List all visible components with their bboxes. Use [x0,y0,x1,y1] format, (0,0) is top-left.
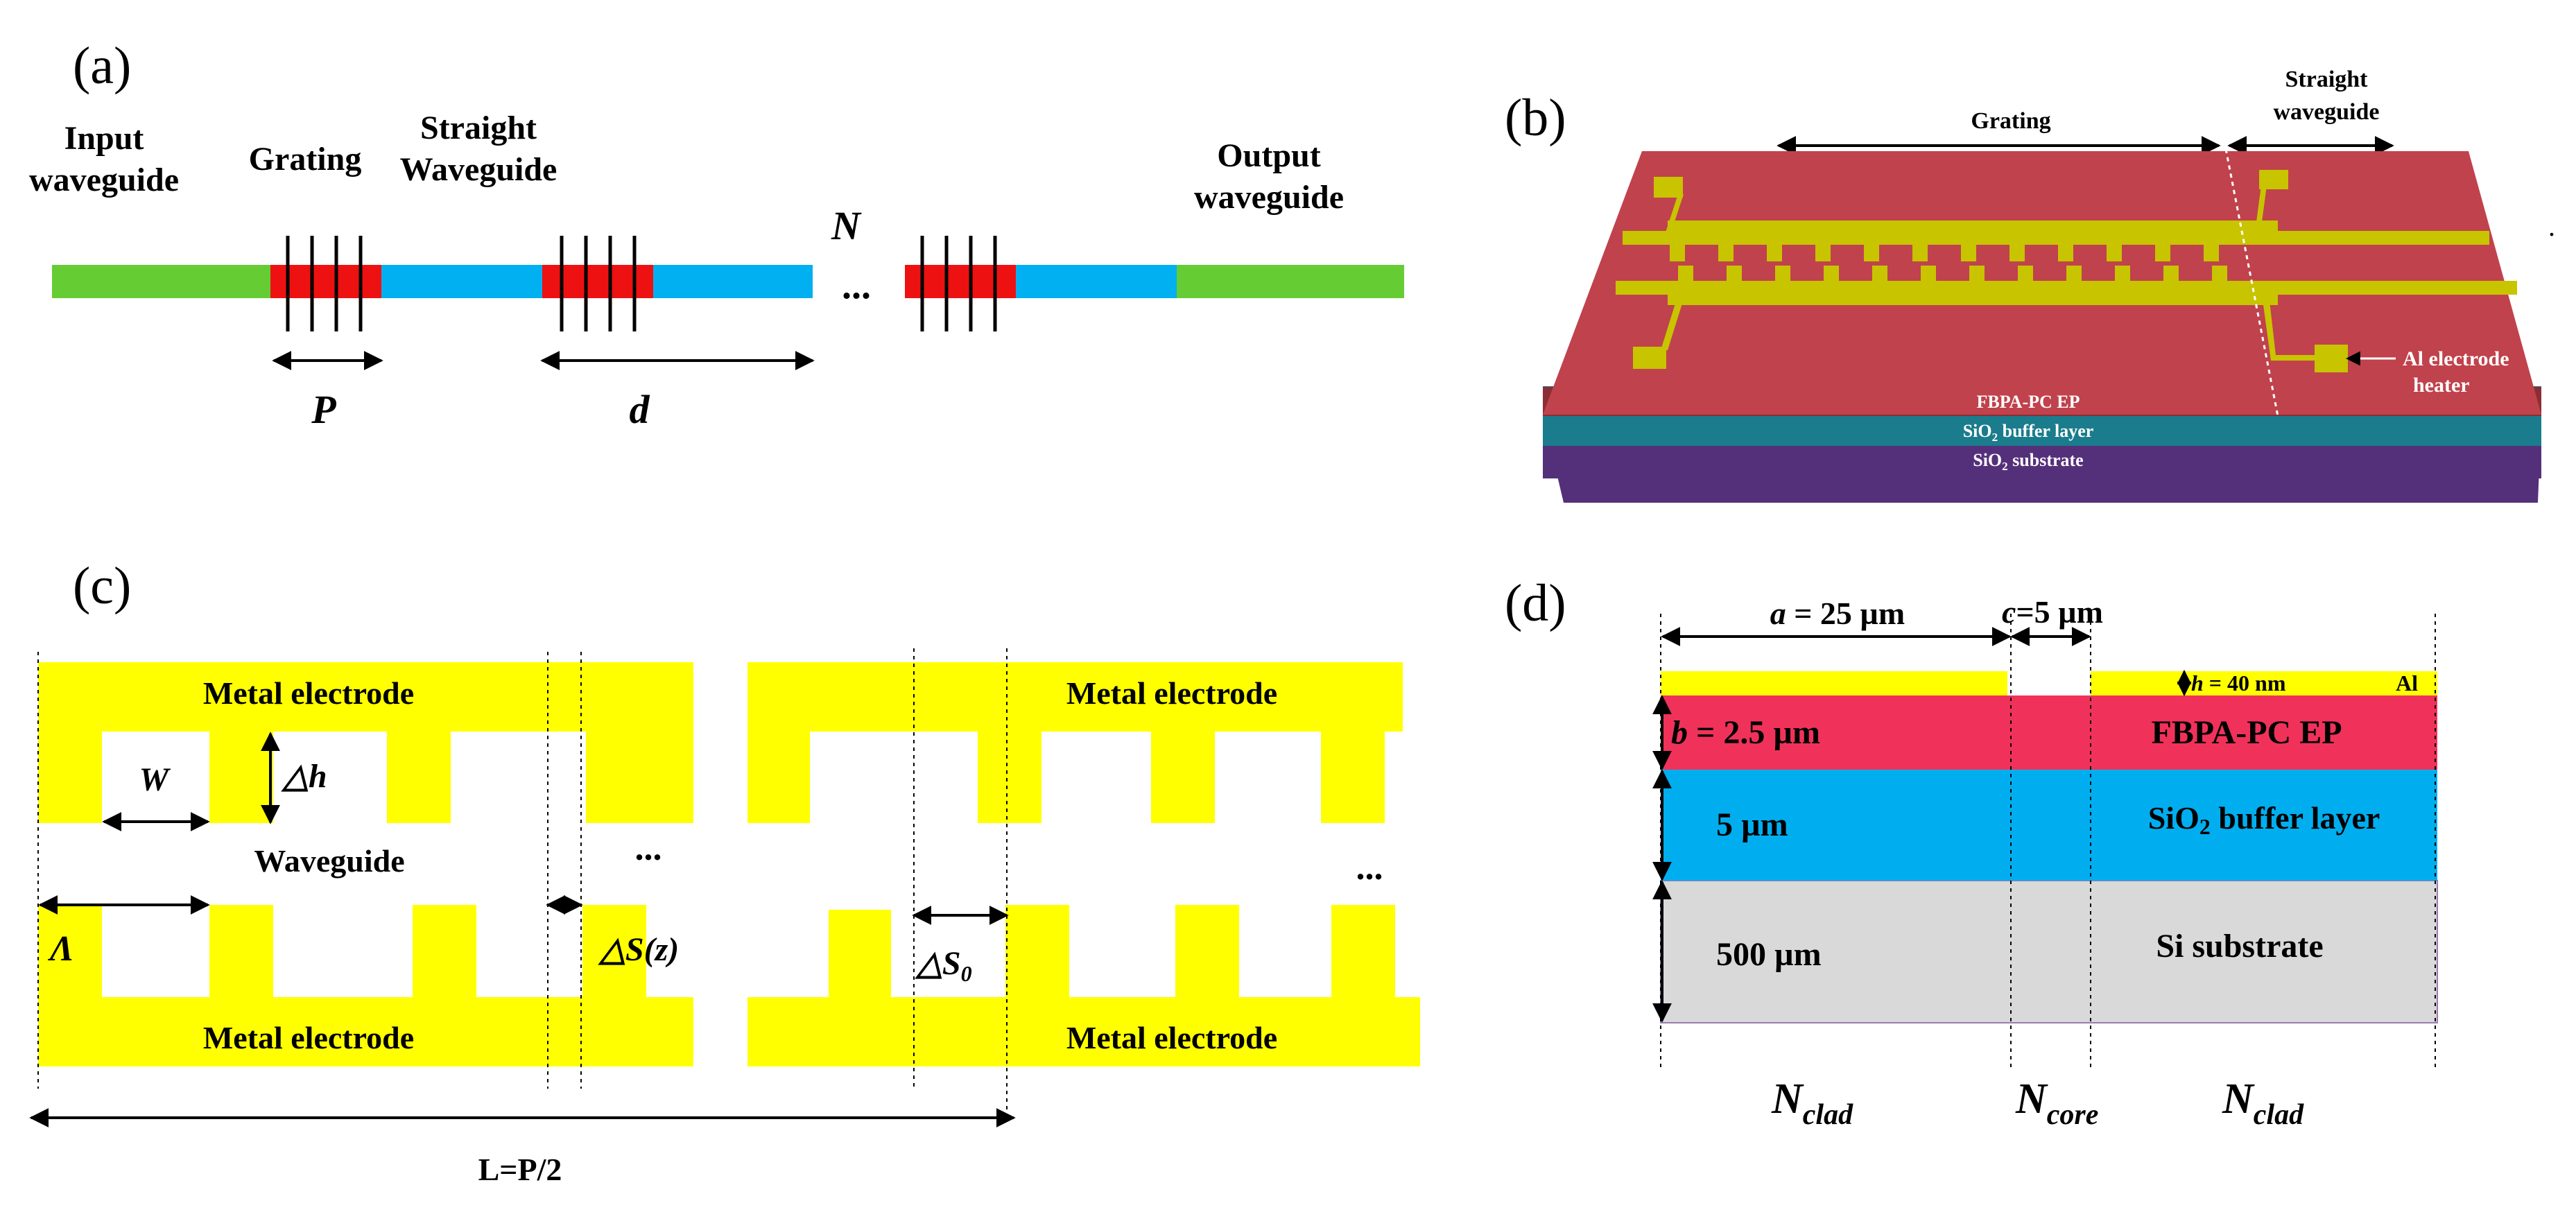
panel-a-ellipsis: ... [842,264,871,307]
ncore-label: Ncore [2015,1075,2098,1131]
panel-a: (a) Input waveguide Grating Straight Wav… [29,37,1404,432]
panel-c-label: (c) [73,557,131,615]
c-waveguide-label: Waveguide [254,843,404,879]
panel-a-label: (a) [73,37,131,95]
panel-b: (b) Grating Straight waveguide [1505,67,2555,503]
p-label: P [311,387,336,432]
dh-label: △h [281,758,327,795]
panel-c: (c) [29,557,1420,1187]
a-label: a = 25 µm [1770,596,1905,631]
straight-segment-1 [381,265,542,298]
output-waveguide-label-line2: waveguide [1194,179,1344,216]
al-label-d: Al [2396,671,2418,695]
al-electrode-right [2091,671,2437,695]
fbpa-label-d: FBPA-PC EP [2151,714,2342,751]
five-hundred-um-label: 500 µm [1716,936,1822,973]
h-label: h = 40 nm [2191,671,2286,695]
five-um-label: 5 µm [1716,806,1788,843]
input-waveguide-label-line1: Input [64,120,144,157]
nclad-right-label: Nclad [2222,1075,2304,1131]
top-electrode-left [38,662,693,823]
grating-label: Grating [249,141,362,178]
straight-waveguide-label-line2: Waveguide [400,151,557,188]
straight-segment-2 [653,265,813,298]
sio2-substrate-label: SiO2 substrate [1973,450,2083,473]
buffer-band-3 [1543,416,2541,446]
c-label: c=5 µm [2002,594,2103,630]
stray-dot: . [2548,211,2555,242]
metal-electrode-bottom-left-label: Metal electrode [203,1020,414,1055]
al-label-line1: Al electrode [2403,347,2509,370]
straight-waveguide-label-line1: Straight [420,110,537,146]
output-waveguide-segment [1177,265,1404,298]
l-label: L=P/2 [478,1152,562,1187]
nclad-left-label: Nclad [1771,1075,1853,1131]
b-grating-label: Grating [1971,108,2050,134]
substrate-band [1543,446,2541,478]
straight-segment-3 [1016,265,1177,298]
ds0-label: △S0 [915,945,972,986]
electrode-pattern [1616,170,2517,372]
sio2-buffer-label-d: SiO2 buffer layer [2148,800,2380,839]
d-label: d [630,387,650,432]
metal-electrode-top-left-label: Metal electrode [203,675,414,711]
bottom-electrode-left [38,905,693,1066]
metal-electrode-top-right-label: Metal electrode [1066,675,1277,711]
grating-lines [286,236,997,331]
b-straight-label-line2: waveguide [2274,99,2380,125]
panel-b-label: (b) [1505,89,1566,147]
ds-label: △S(z) [598,931,679,968]
c-ellipsis-1: ... [635,829,662,868]
c-guide-lines [37,648,1008,1116]
sio2-buffer-label: SiO2 buffer layer [1963,421,2094,444]
fbpa-layer-label: FBPA-PC EP [1977,392,2080,412]
output-waveguide-label-line1: Output [1217,137,1320,174]
c-ellipsis-2: ... [1356,848,1383,888]
bottom-electrode-right [747,905,1420,1066]
al-electrode-left [1661,671,2007,695]
panel-d: (d) a = 25 µm c=5 µm h = 40 nm Al b = 2.… [1505,574,2438,1131]
si-substrate-layer [1660,880,2438,1023]
sio2-buffer-layer-d [1661,770,2437,881]
lambda-label: Λ [47,929,74,969]
al-label-line2: heater [2413,374,2470,397]
metal-electrode-bottom-right-label: Metal electrode [1066,1020,1277,1055]
straight-boundary-line [2224,148,2279,417]
edge-line [1543,415,2541,416]
panel-d-label: (d) [1505,574,1566,632]
input-waveguide-segment [52,265,274,298]
input-waveguide-label-line2: waveguide [29,162,179,198]
w-label: W [139,761,171,798]
top-electrode-right [747,662,1403,823]
grating-segment-2 [542,265,653,298]
b-straight-label-line1: Straight [2285,67,2369,92]
b-label: b = 2.5 µm [1671,714,1820,751]
si-substrate-label: Si substrate [2156,928,2323,965]
fbpa-layer-d [1661,695,2437,770]
n-label: N [831,203,862,248]
